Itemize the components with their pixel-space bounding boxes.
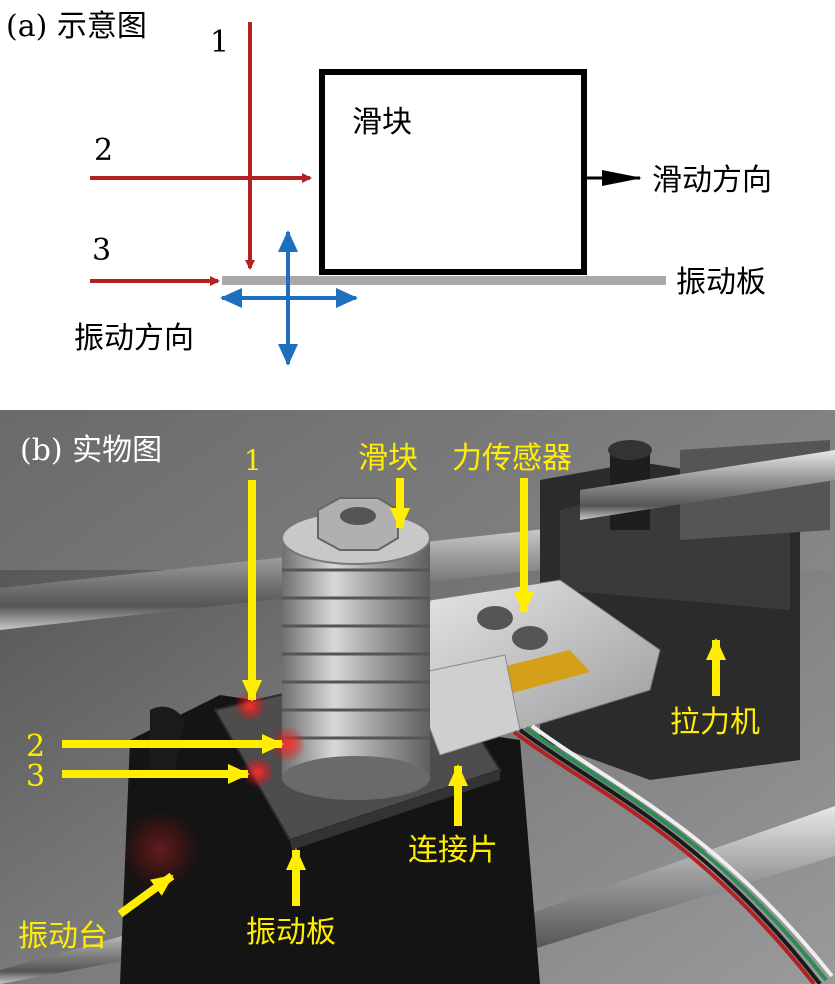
laser-spot-3 [242,756,274,788]
photo-panel: (b) 实物图 1 2 3 滑块 力传感器 拉力机 连接片 振动板 振动台 [0,410,835,984]
force-sensor-callout: 力传感器 [452,441,572,476]
beam-3-label: 3 [92,233,111,268]
vibration-plate-bar [222,276,666,285]
vibration-plate-callout: 振动板 [246,915,336,950]
beam-3-photo-label: 3 [26,759,45,794]
slide-direction-label: 滑动方向 [652,163,772,198]
slider-block [319,69,587,275]
vibration-plate-label: 振动板 [676,265,766,300]
vibration-direction-arrows [220,230,358,366]
beam-2-label: 2 [94,133,113,168]
tensile-machine-callout: 拉力机 [670,705,760,740]
vibration-direction-label: 振动方向 [74,321,194,356]
slider-label: 滑块 [352,105,412,140]
slider-callout: 滑块 [358,441,418,476]
sensor-wires [512,724,834,984]
vibration-table-callout-arrow [117,872,175,918]
beam-2-photo-label: 2 [26,729,45,764]
panel-b-title: (b) 实物图 [20,433,162,468]
schematic-panel: (a) 示意图 滑块 滑动方向 振动板 1 2 3 振动方向 [6,9,772,366]
beam-1-photo-label: 1 [244,444,262,477]
beam-1-label: 1 [210,25,229,60]
vibration-table-callout: 振动台 [18,919,108,954]
connector-callout: 连接片 [408,833,498,868]
nut [317,497,399,551]
panel-a-title: (a) 示意图 [6,9,147,44]
slider-weight-stack [281,511,431,800]
